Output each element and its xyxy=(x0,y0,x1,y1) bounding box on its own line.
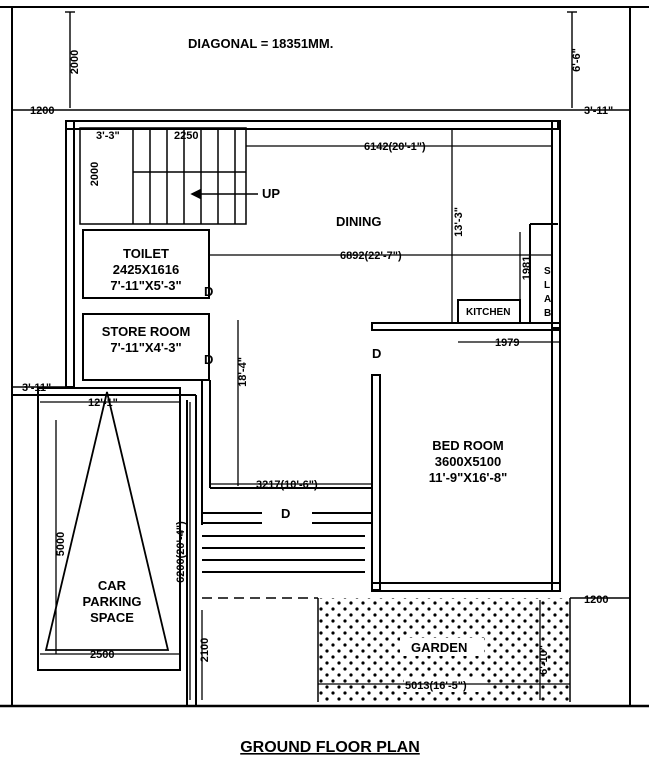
bed-room-size-ft: 11'-9"X16'-8" xyxy=(429,470,508,485)
bed-room-size-mm: 3600X5100 xyxy=(435,454,502,469)
building-walls xyxy=(12,120,561,705)
dim-dining-6892: 6892(22'-7") xyxy=(340,250,402,262)
door-toilet: D xyxy=(204,284,213,299)
slab-letter-l: L xyxy=(544,280,550,291)
dim-kitchen-1979: 1979 xyxy=(495,337,519,349)
dim-top-right-6-6: 6'-6" xyxy=(571,48,583,72)
door-store-room: D xyxy=(204,352,213,367)
dim-top-left-2000: 2000 xyxy=(69,50,81,74)
dim-left-1200: 1200 xyxy=(30,105,54,117)
kitchen-label: KITCHEN xyxy=(466,307,510,318)
staircase xyxy=(79,127,258,225)
toilet-size-ft: 7'-11"X5'-3" xyxy=(110,278,181,293)
dim-stair-3-3: 3'-3" xyxy=(96,130,120,142)
toilet-size-mm: 2425X1616 xyxy=(113,262,180,277)
dim-stair-2000: 2000 xyxy=(89,162,101,186)
bed-room-label: BED ROOM xyxy=(432,438,504,453)
door-bed-room: D xyxy=(372,346,381,361)
dim-dining-13-3: 13'-3" xyxy=(453,207,465,237)
dim-parking-2500: 2500 xyxy=(90,649,114,661)
dim-passage-6200: 6200(20'-4") xyxy=(175,521,187,583)
dim-kitchen-1981: 1981 xyxy=(521,256,533,280)
stair-up-label: UP xyxy=(262,186,280,201)
car-parking-label-line1: CAR xyxy=(98,578,127,593)
toilet-label: TOILET xyxy=(123,246,169,261)
store-room-label: STORE ROOM xyxy=(102,324,191,339)
dim-stair-2250: 2250 xyxy=(174,130,198,142)
plan-title: GROUND FLOOR PLAN xyxy=(240,739,420,756)
car-parking-label-line2: PARKING xyxy=(83,594,142,609)
door-openings xyxy=(262,512,312,524)
dim-garden-5013: 5013(16'-5") xyxy=(405,680,467,692)
garden-label: GARDEN xyxy=(411,640,467,655)
dim-right-1200: 1200 xyxy=(584,594,608,606)
diagonal-note: DIAGONAL = 18351MM. xyxy=(188,36,333,51)
store-room-size-ft: 7'-11"X4'-3" xyxy=(110,340,181,355)
dim-front-2100: 2100 xyxy=(199,638,211,662)
dim-parking-5000: 5000 xyxy=(55,532,67,556)
garden-outline xyxy=(202,597,630,702)
car-parking-triangle xyxy=(44,391,170,651)
slab-letter-b: B xyxy=(544,308,551,319)
dim-dining-6142: 6142(20'-1") xyxy=(364,141,426,153)
interior-dimension-lines xyxy=(40,129,570,700)
dim-right-3-11: 3'-11" xyxy=(584,105,613,117)
door-front: D xyxy=(281,506,290,521)
plot-boundary xyxy=(0,6,649,708)
garden-label-bg xyxy=(400,638,484,656)
dim-passage-3217: 3217(10'-6") xyxy=(256,479,318,491)
slab-letter-s: S xyxy=(544,266,551,277)
dim-garden-6-10: 6'-10" xyxy=(538,645,550,675)
car-parking-label-line3: SPACE xyxy=(90,610,134,625)
dim-left-3-11: 3'-11" xyxy=(22,382,51,394)
dim-passage-18-4: 18'-4" xyxy=(237,357,249,387)
slab-letter-a: A xyxy=(544,294,551,305)
dining-label: DINING xyxy=(336,214,382,229)
